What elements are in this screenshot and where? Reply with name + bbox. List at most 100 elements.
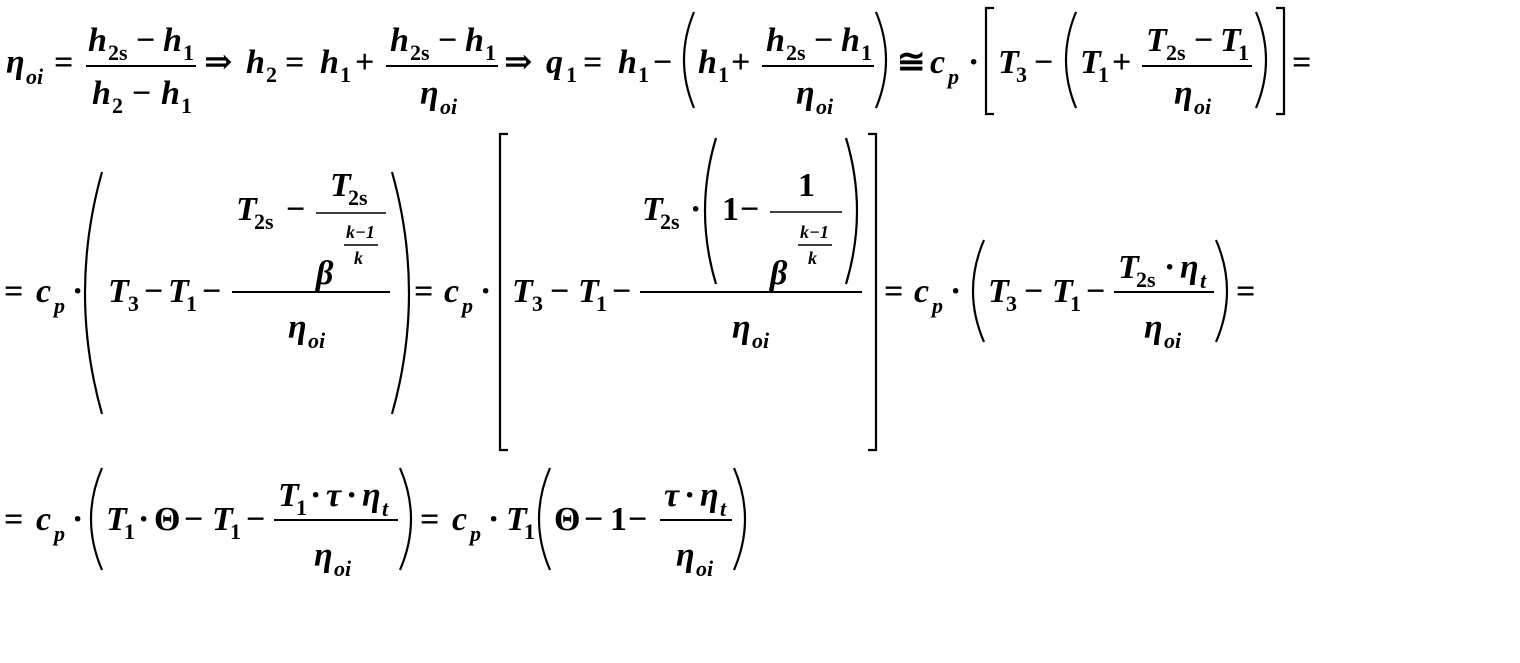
minus-sign: − (628, 501, 647, 538)
plus-sign: + (731, 44, 750, 81)
minus-sign: − (136, 22, 155, 59)
subscript-3: 3 (1016, 62, 1027, 87)
subscript-1: 1 (566, 62, 577, 87)
h-symbol: h (88, 22, 107, 59)
equals-sign: = (884, 273, 903, 310)
eta-symbol: η (314, 537, 333, 574)
subscript-1: 1 (181, 93, 192, 118)
subscript-1: 1 (638, 62, 649, 87)
dot-operator: · (480, 273, 491, 310)
subscript-3: 3 (128, 291, 139, 316)
h-symbol: h (841, 22, 860, 59)
exponent-denominator: k (808, 248, 817, 268)
left-paren (1064, 11, 1078, 109)
eta-symbol: η (288, 309, 307, 346)
dot-operator: · (138, 501, 149, 538)
minus-sign: − (202, 273, 221, 310)
subscript-1: 1 (596, 291, 607, 316)
plus-sign: + (1112, 44, 1131, 81)
minus-sign: − (1024, 273, 1043, 310)
exponent-numerator: k−1 (800, 222, 829, 242)
eta-symbol: η (420, 75, 439, 112)
dot-operator: · (1164, 249, 1175, 286)
t-symbol: T (1146, 22, 1168, 59)
subscript-oi: oi (1194, 94, 1212, 119)
equals-sign: = (583, 44, 602, 81)
h-symbol: h (766, 22, 785, 59)
subscript-oi: oi (752, 328, 770, 353)
t-symbol: T (212, 501, 234, 538)
left-paren (971, 239, 986, 343)
subscript-1: 1 (296, 495, 307, 520)
subscript-3: 3 (532, 291, 543, 316)
t-symbol: T (642, 191, 664, 228)
subscript-1: 1 (183, 40, 194, 65)
t-symbol: T (988, 273, 1010, 310)
eta-symbol: η (1174, 75, 1193, 112)
eta-symbol: η (796, 75, 815, 112)
numeral-one: 1 (798, 167, 815, 204)
minus-sign: − (132, 75, 151, 112)
h-symbol: h (246, 44, 265, 81)
dot-operator: · (968, 44, 979, 81)
left-bracket (984, 6, 994, 116)
subscript-2s: 2s (254, 209, 274, 234)
h-symbol: h (163, 22, 182, 59)
subscript-1: 1 (718, 62, 729, 87)
h-symbol: h (161, 75, 180, 112)
minus-sign: − (1194, 22, 1213, 59)
c-symbol: c (452, 501, 467, 538)
subscript-2s: 2s (1136, 267, 1156, 292)
h-symbol: h (698, 44, 717, 81)
numeral-one: 1 (722, 191, 739, 228)
subscript-1: 1 (340, 62, 351, 87)
exponent-numerator: k−1 (346, 222, 375, 242)
t-symbol: T (330, 167, 352, 204)
beta-symbol: β (768, 255, 788, 292)
eta-symbol: η (732, 309, 751, 346)
tau-symbol: τ (326, 477, 342, 514)
c-symbol: c (444, 273, 459, 310)
dot-operator: · (72, 273, 83, 310)
subscript-oi: oi (26, 64, 44, 89)
tau-symbol: τ (664, 477, 680, 514)
subscript-oi: oi (1164, 328, 1182, 353)
dot-operator: · (488, 501, 499, 538)
right-paren (390, 171, 411, 415)
subscript-oi: oi (308, 328, 326, 353)
h-symbol: h (92, 75, 111, 112)
left-paren (89, 467, 104, 571)
t-symbol: T (1118, 249, 1140, 286)
subscript-1: 1 (1238, 40, 1249, 65)
eta-symbol: η (362, 477, 381, 514)
theta-symbol: Θ (554, 501, 580, 538)
formula-line-3: = c p · T 1 · Θ − T 1 − T 1 · τ · η t η … (4, 467, 747, 581)
subscript-2s: 2s (410, 40, 430, 65)
minus-sign: − (1086, 273, 1105, 310)
t-symbol: T (106, 501, 128, 538)
minus-sign: − (653, 44, 672, 81)
subscript-p: p (460, 293, 473, 318)
right-paren (1254, 11, 1268, 109)
subscript-t: t (382, 496, 389, 521)
subscript-1: 1 (1098, 62, 1109, 87)
implies-arrow: ⇒ (504, 44, 533, 81)
c-symbol: c (930, 44, 945, 81)
numeral-one: 1 (610, 501, 627, 538)
subscript-p: p (52, 521, 65, 546)
subscript-p: p (468, 521, 481, 546)
t-symbol: T (506, 501, 528, 538)
equals-sign: = (4, 273, 23, 310)
minus-sign: − (286, 191, 305, 228)
formula-line-1: η oi = h 2s − h 1 h 2 − h 1 ⇒ h 2 = h 1 … (6, 6, 1311, 119)
equals-sign: = (420, 501, 439, 538)
right-paren (1214, 239, 1229, 343)
eta-symbol: η (700, 477, 719, 514)
t-symbol: T (108, 273, 130, 310)
subscript-1: 1 (861, 40, 872, 65)
eta-symbol: η (1180, 249, 1199, 286)
plus-sign: + (355, 44, 374, 81)
subscript-p: p (930, 293, 943, 318)
